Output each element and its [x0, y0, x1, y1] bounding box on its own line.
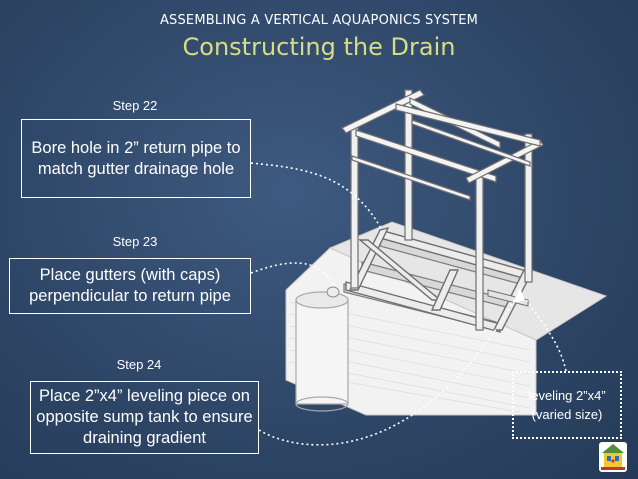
return-pipe: [326, 286, 340, 298]
step-22-label: Step 22: [112, 98, 158, 113]
leveling-note: leveling 2”x4” (varied size): [512, 371, 622, 439]
step-24-box: Place 2”x4” leveling piece on opposite s…: [30, 381, 259, 454]
leader-step-22: [250, 162, 383, 231]
frame-top-rails: [341, 89, 544, 201]
leader-lines: [250, 162, 567, 446]
leader-arrowhead: [512, 288, 525, 303]
step-23-label: Step 23: [112, 234, 158, 249]
slide-title: Constructing the Drain: [182, 33, 456, 61]
sump-tank: [295, 291, 349, 412]
step-23-box: Place gutters (with caps) perpendicular …: [9, 258, 251, 314]
base-frame: [345, 226, 534, 333]
step-22-box: Bore hole in 2” return pipe to match gut…: [21, 119, 251, 198]
leader-note: [525, 299, 567, 372]
leader-step-24: [258, 289, 521, 446]
leveling-2x4: [487, 289, 529, 307]
supertitle: ASSEMBLING A VERTICAL AQUAPONICS SYSTEM: [159, 13, 479, 28]
step-24-label: Step 24: [116, 357, 162, 372]
organization-logo: [599, 442, 627, 472]
